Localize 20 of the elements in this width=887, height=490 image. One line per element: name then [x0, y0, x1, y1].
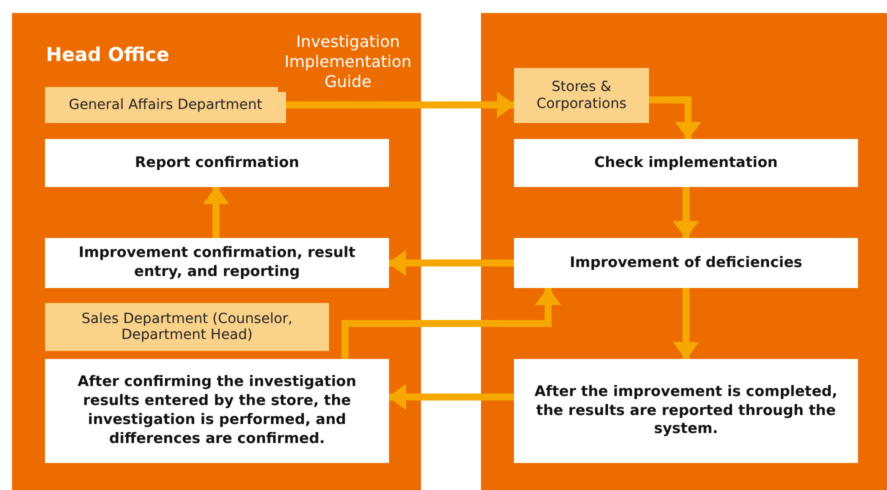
arrow — [202, 186, 229, 238]
department-tag: Stores & Corporations — [514, 68, 649, 123]
process-box: Check implementation — [514, 139, 858, 187]
arrow — [673, 288, 699, 360]
process-box: Improvement confirmation, result entry, and reporting — [45, 238, 389, 288]
panel-heading: Head Office — [46, 44, 170, 66]
arrow — [673, 187, 699, 239]
section-panel — [481, 13, 887, 490]
department-tag: General Affairs Department — [45, 87, 286, 123]
process-box: Improvement of deficiencies — [514, 238, 858, 288]
department-tag: Sales Department (Counselor, Department Head) — [45, 303, 329, 351]
arrow — [649, 96, 702, 140]
section-panel — [12, 13, 421, 490]
process-box: After confirming the investigation results entered by the store, the investigation is performed, and differences are confirmed. — [45, 359, 389, 463]
process-box: After the improvement is completed, the results are reported through the system. — [514, 359, 858, 463]
arrow — [388, 250, 514, 276]
arrow — [388, 384, 514, 410]
process-box: Report confirmation — [45, 139, 389, 187]
arrow — [286, 92, 515, 118]
arrow — [341, 287, 562, 359]
